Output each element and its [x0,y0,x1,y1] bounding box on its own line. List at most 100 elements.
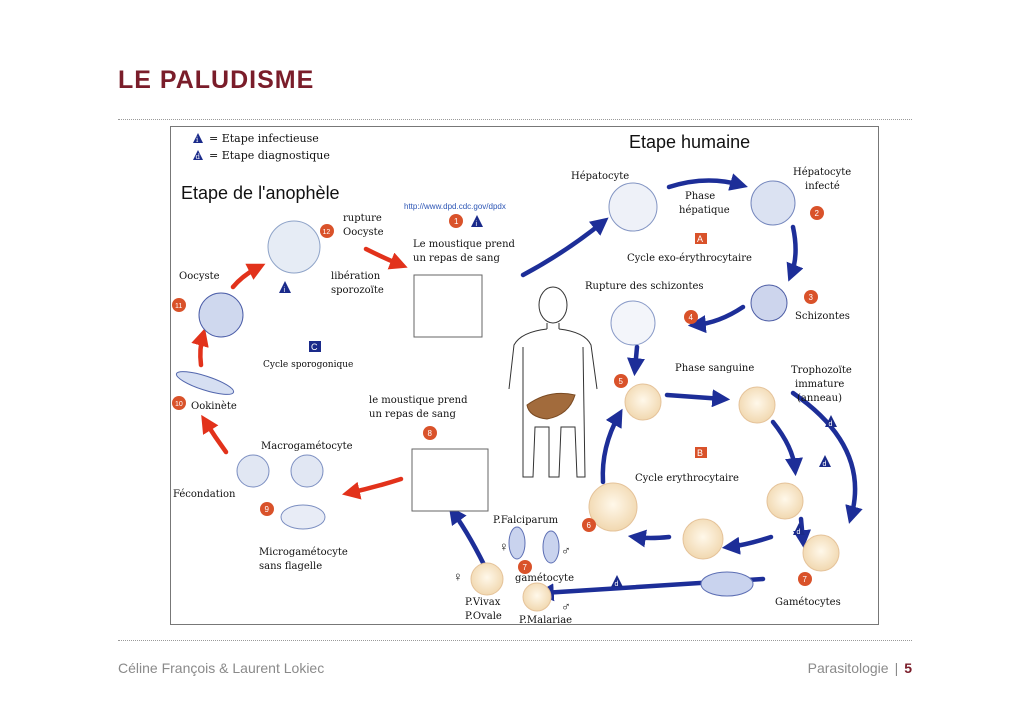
label-gametocyte: gamétocyte [515,573,574,584]
svg-text:7: 7 [523,563,528,572]
arrow-erythro-left [721,534,774,555]
badge-7-right: 7 [798,572,812,586]
erythrocytic-cell-2 [682,518,724,560]
legend-infectious-symbol: i [196,136,199,144]
vivax-gametocyte-female [470,562,504,596]
female-symbol-falciparum: ♀ [499,539,509,554]
svg-text:d: d [797,529,801,536]
arrow-erythro-left-2 [627,529,672,548]
legend-diagnostic-symbol: d [196,153,201,161]
schizont-illustration [750,284,788,322]
gametocytes-illustration [700,571,754,597]
infectious-stage-icon [193,133,203,143]
human-stage-title: Etape humaine [629,132,750,152]
badge-infectious-2: i [279,281,291,294]
arrow-meal-to-fertilization [341,476,404,500]
label-mosquito-meal-2a: le moustique prend [369,395,468,406]
malaria-life-cycle-diagram: i = Etape infectieuse d = Etape diagnost… [170,126,879,625]
badge-diagnostic-2: d [819,455,831,468]
label-oocyst: Oocyste [179,271,220,282]
step-badges: 12 11 10 1 8 9 2 3 4 5 6 7 7 A B C i i d… [172,206,837,588]
badge-infectious-1: i [471,215,483,228]
female-symbol-vivax: ♀ [453,569,463,584]
svg-text:3: 3 [809,293,814,302]
mosquito-bite-illustration-2 [411,448,489,512]
diagram-labels: rupture Oocyste Oocyste libération sporo… [173,167,852,624]
badge-2: 2 [810,206,824,220]
arrow-blood-to-trophozoite [664,389,731,408]
footer-course-name: Parasitologie [807,660,889,676]
label-infected-hepatocyte-2: infecté [805,181,840,192]
erythrocytic-cell-4 [802,534,840,572]
svg-text:d: d [823,461,827,468]
arrow-hepatocyte-to-infected [666,173,748,191]
label-hepatic-phase-2: hépatique [679,205,730,216]
badge-5: 5 [614,374,628,388]
badge-7-left: 7 [518,560,532,574]
human-figure [508,286,598,478]
mosquito-bite-illustration-1 [413,274,483,338]
arrow-rupture-to-meal [363,246,408,270]
liver-icon [526,392,576,420]
title-divider [118,119,912,120]
legend-diagnostic-label: = Etape diagnostique [209,149,330,162]
macrogametocyte-illustration-2 [290,454,324,488]
badge-9: 9 [260,502,274,516]
label-trophozoite-1: Trophozoïte [791,365,852,376]
life-cycle-svg: i = Etape infectieuse d = Etape diagnost… [172,127,863,624]
arrow-fertilization-to-ookinete [201,414,229,455]
svg-text:C: C [311,342,318,352]
arrow-outer-loop [790,390,863,524]
footer-divider [118,640,912,641]
svg-text:A: A [697,234,703,244]
ruptured-oocyst-illustration [267,220,321,274]
label-macrogametocyte: Macrogamétocyte [261,441,353,452]
ruptured-schizont-illustration [610,300,656,346]
label-mosquito-meal-1a: Le moustique prend [413,239,516,250]
oocyst-illustration [198,292,244,338]
footer-separator: | [894,660,899,676]
label-trophozoite-2: immature [795,379,844,390]
badge-11: 11 [172,298,186,312]
badge-3: 3 [804,290,818,304]
label-sporogonic-cycle: Cycle sporogonique [263,360,353,370]
badge-4: 4 [684,310,698,324]
svg-text:8: 8 [428,429,433,438]
svg-text:10: 10 [175,401,183,408]
svg-text:6: 6 [587,521,592,530]
arrow-trophozoite-to-erythro [770,419,803,477]
arrow-erythro-up [600,408,623,485]
label-ookinete: Ookinète [191,401,237,412]
svg-text:d: d [829,421,833,428]
source-url-box [403,127,553,213]
falciparum-gametocyte-1 [508,526,526,560]
svg-text:i: i [284,287,286,294]
svg-text:7: 7 [803,575,808,584]
human-cycle-arrows [448,173,863,602]
trophozoite-illustration [738,386,776,424]
arrow-infected-to-schizont [786,224,804,282]
label-malariae: P.Malariae [519,615,572,624]
label-hepatocyte: Hépatocyte [571,171,629,182]
label-microgametocyte-2: sans flagelle [259,561,322,572]
label-microgametocyte-1: Microgamétocyte [259,547,348,558]
footer-authors: Céline François & Laurent Lokiec [118,660,325,676]
label-blood-phase: Phase sanguine [675,363,754,374]
label-liberation: libération [331,271,381,282]
badge-diagnostic-3: d [793,523,805,536]
label-rupture: rupture [343,213,382,224]
mosquito-stage-title: Etape de l'anophèle [181,183,340,203]
badge-cycle-b: B [695,447,707,458]
microgametocyte-illustration [280,504,326,530]
legend: i = Etape infectieuse d = Etape diagnost… [193,132,330,162]
label-rupture-oocyste: Oocyste [343,227,384,238]
footer-course: Parasitologie|5 [808,660,912,676]
svg-text:11: 11 [175,303,182,310]
badge-cycle-a: A [695,233,707,244]
erythrocytic-cell-3 [588,482,638,532]
male-symbol-falciparum: ♂ [561,543,571,558]
mosquito-stage-illustrations [175,220,489,530]
badge-diagnostic-4: d [611,575,623,588]
label-sporozoite: sporozoïte [331,285,384,296]
label-trophozoite-3: (anneau) [797,393,842,404]
